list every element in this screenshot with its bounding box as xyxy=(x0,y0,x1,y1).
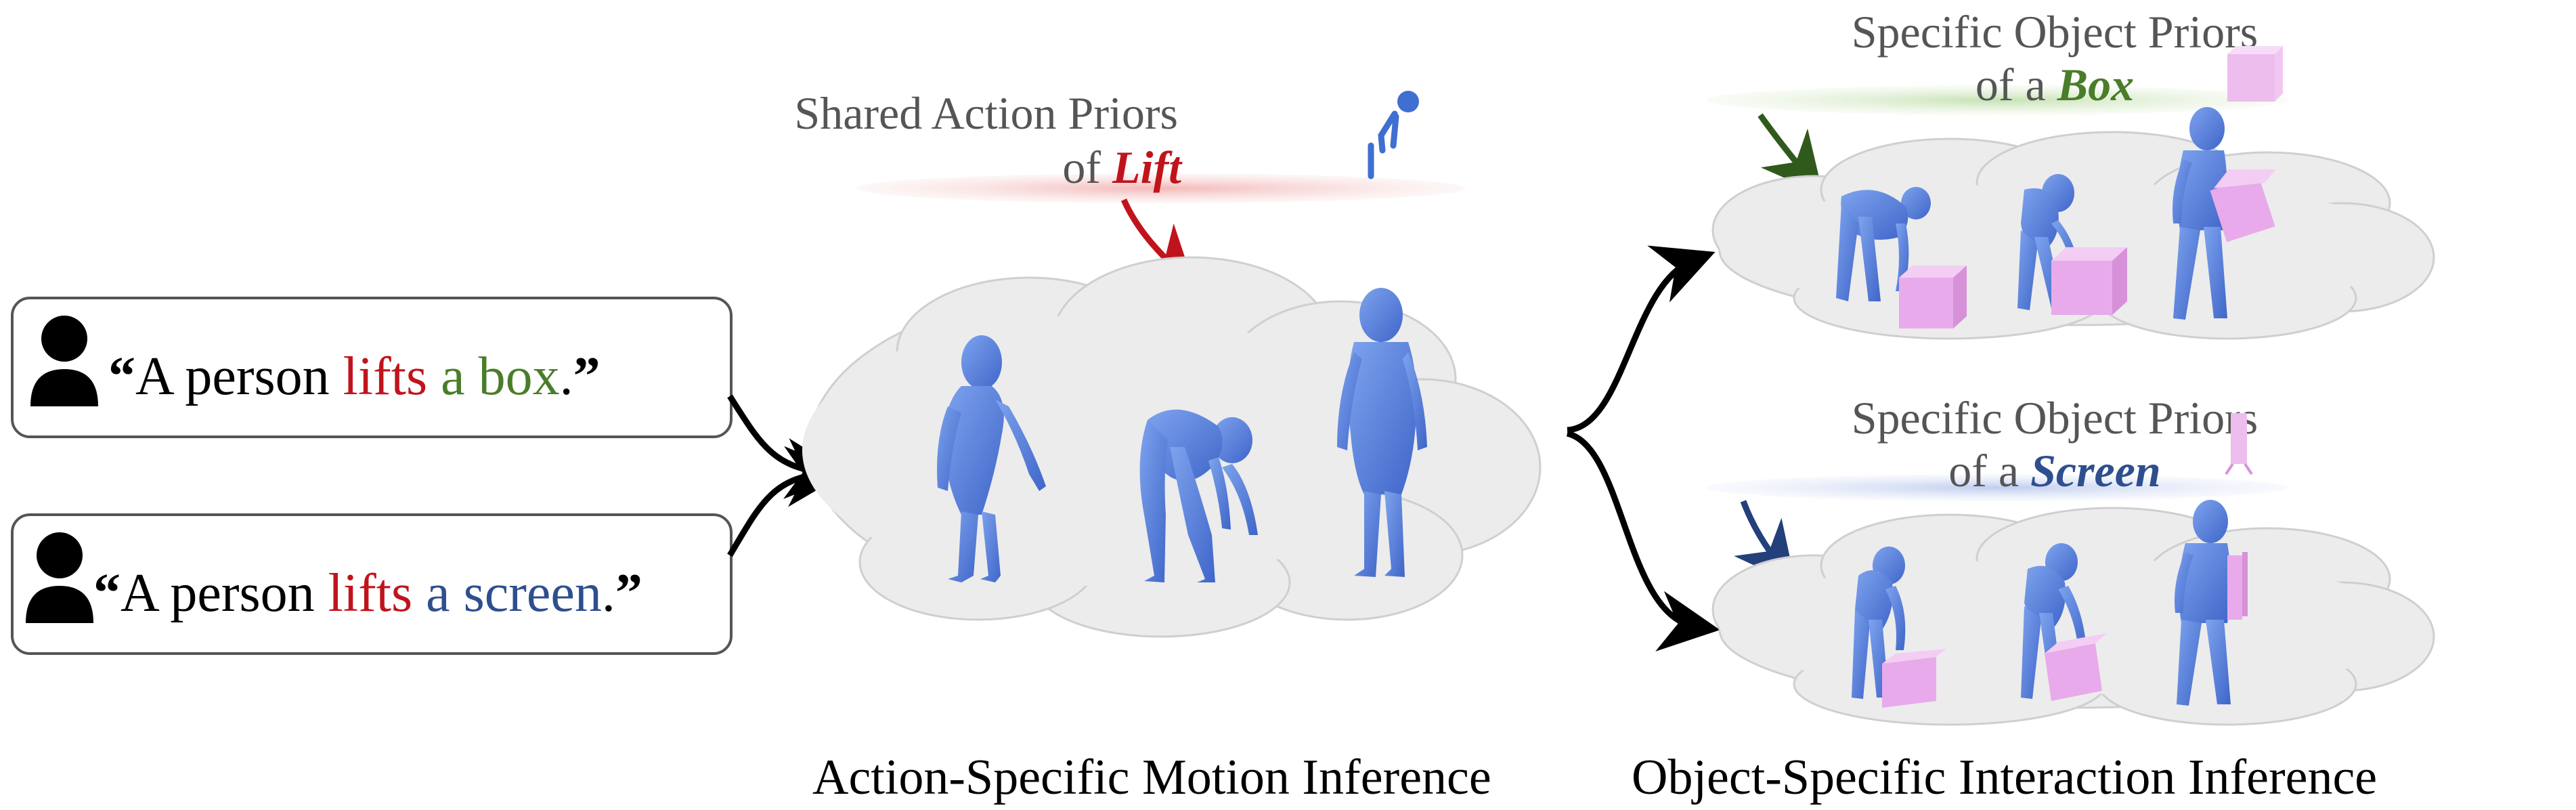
action-prior-line2: of Lift xyxy=(1062,142,1183,193)
prompt-text-box: “A person lifts a box.” xyxy=(108,347,601,406)
screen-object xyxy=(2045,633,2107,701)
screen-object xyxy=(2227,552,2248,620)
caption-interaction-inference: Object-Specific Interaction Inference xyxy=(1632,750,2377,805)
user-icon xyxy=(30,316,98,406)
human-figure xyxy=(2173,107,2227,320)
human-figure xyxy=(1836,187,1931,301)
screen-object-icon xyxy=(2225,413,2253,475)
human-figure xyxy=(1337,288,1427,577)
human-figure xyxy=(2017,174,2080,310)
screen-prior-glow xyxy=(1706,474,2288,501)
screen-object xyxy=(1882,649,1946,708)
box-object xyxy=(2051,247,2127,315)
human-figure xyxy=(1139,409,1258,582)
box-object xyxy=(2210,169,2276,242)
human-figure xyxy=(2175,500,2231,706)
arrow-box-prior-to-cloud xyxy=(1758,113,1824,195)
arrow-screen-prior-to-cloud xyxy=(1734,500,1796,585)
prompt-box-box: “A person lifts a box.” xyxy=(11,297,733,438)
box-prior-line1: Specific Object Priors xyxy=(1852,6,2258,58)
prompt-text-screen: “A person lifts a screen.” xyxy=(93,563,642,623)
user-icon xyxy=(26,532,93,623)
caption-motion-inference: Action-Specific Motion Inference xyxy=(812,750,1491,805)
box-object-icon xyxy=(2227,46,2283,102)
lift-pose-icon xyxy=(1368,91,1419,179)
screen-prior-line1: Specific Object Priors xyxy=(1852,392,2258,444)
box-prior-glow xyxy=(1706,85,2288,115)
arrow-cloud-to-screen-cloud xyxy=(1566,430,1720,652)
box-object xyxy=(1899,265,1967,328)
prompt-box-screen: “A person lifts a screen.” xyxy=(11,513,733,655)
arrow-cloud-to-box-cloud xyxy=(1567,245,1716,433)
screen-prior-line2: of a Screen xyxy=(1948,445,2160,496)
action-prior-glow xyxy=(856,173,1466,203)
human-figure xyxy=(937,335,1046,582)
box-prior-line2: of a Box xyxy=(1975,59,2134,110)
arrow-prompt2-to-cloud xyxy=(727,446,847,557)
action-prior-line1: Shared Action Priors xyxy=(794,87,1178,139)
